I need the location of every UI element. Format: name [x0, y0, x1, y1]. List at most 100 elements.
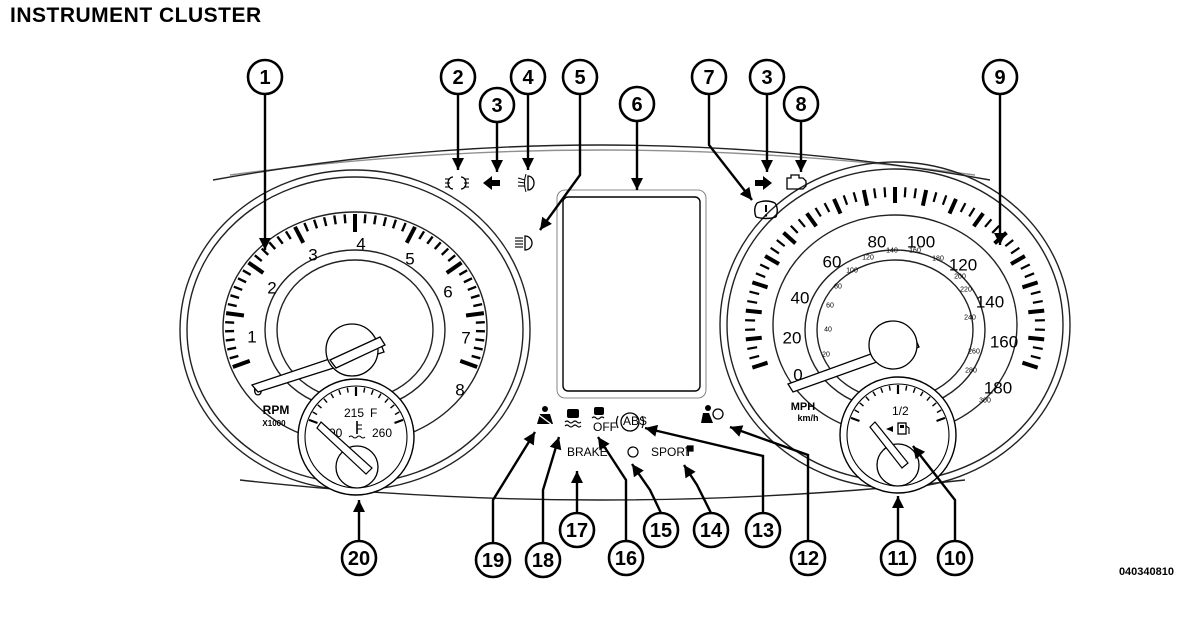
callout-2: 2 [439, 58, 477, 96]
callout-circle [524, 541, 562, 579]
tach-number-8: 8 [455, 381, 464, 400]
mph-100: 100 [907, 233, 935, 252]
tach-tick [260, 247, 270, 256]
leader-line [644, 426, 765, 513]
speed-tick [991, 224, 1000, 234]
leader-20 [353, 500, 365, 541]
leader-19 [491, 431, 537, 543]
temp-tick [338, 389, 342, 395]
tach-tick [440, 247, 450, 256]
callout-circle [478, 86, 516, 124]
fuel-gauge-ticks [850, 385, 946, 423]
tach-tick [467, 285, 477, 292]
fuel-tick [932, 402, 937, 407]
brake-text: BRAKE [567, 445, 608, 459]
mph-40: 40 [791, 289, 810, 308]
leader-arrowhead [632, 464, 644, 478]
center-display-inner [556, 189, 707, 399]
speed-tick [747, 346, 758, 351]
temp-tick [390, 404, 395, 409]
leader-arrowhead [892, 496, 904, 508]
mph-20: 20 [783, 329, 802, 348]
leader-8 [795, 121, 807, 172]
tach-number-6: 6 [443, 283, 452, 302]
mph-140: 140 [976, 293, 1004, 312]
tach-tick [463, 277, 473, 284]
speed-tick [873, 188, 877, 199]
tach-tick [322, 216, 328, 227]
turn-signal-left-icon [483, 176, 500, 190]
callout-circle [618, 85, 656, 123]
leader-6 [631, 121, 643, 190]
high-beam-icon [515, 235, 533, 251]
tach-number-3: 3 [308, 246, 317, 265]
callout-7: 7 [690, 58, 728, 96]
leader-4 [522, 94, 534, 170]
leader-arrowhead [259, 238, 271, 250]
temp-tick [370, 389, 374, 395]
leader-line [596, 436, 628, 541]
speed-tick [1032, 299, 1043, 304]
speed-tick [932, 192, 938, 203]
rpm-label: RPM [263, 403, 290, 417]
leader-arrowhead [491, 160, 503, 172]
speed-tick [1024, 272, 1035, 279]
tach-tick [268, 241, 277, 250]
mph-160: 160 [990, 333, 1018, 352]
callout-number: 20 [348, 548, 370, 570]
temp-tick [394, 418, 404, 425]
tach-tick [230, 294, 240, 300]
speed-tick [790, 224, 799, 234]
leader-line [541, 436, 561, 543]
callout-circle [246, 58, 284, 96]
fuel-tick [936, 409, 942, 414]
diagram-code: 040340810 [1118, 566, 1174, 578]
speed-tick [903, 187, 907, 198]
tach-number-1: 1 [247, 328, 256, 347]
tach-tick [373, 215, 377, 225]
kmh-200: 200 [954, 274, 966, 281]
callout-circle [340, 539, 378, 577]
speed-tick [751, 280, 769, 290]
kmh-60: 60 [826, 303, 834, 310]
traction-control-icon [564, 409, 582, 428]
leader-arrowhead [631, 178, 643, 190]
fuel-tick [872, 391, 877, 397]
leader-arrowhead [739, 186, 752, 200]
callout-circle [879, 539, 917, 577]
speed-tick [941, 194, 948, 206]
speed-tick [805, 212, 818, 228]
speed-tick [883, 187, 887, 198]
speed-tick [751, 360, 769, 370]
callout-circle [981, 58, 1019, 96]
speed-tick [782, 231, 797, 245]
leader-arrowhead [645, 424, 659, 437]
callout-number: 11 [887, 548, 908, 570]
fuel-half-label: 1/2 [892, 404, 909, 418]
speed-tick [972, 212, 985, 228]
callout-number: 15 [650, 520, 672, 542]
speed-tick [755, 272, 766, 279]
tach-tick [225, 311, 245, 318]
speed-tick [1010, 254, 1026, 266]
tach-tick [418, 230, 426, 240]
temp-unit: F [370, 406, 377, 420]
callout-circle [439, 58, 477, 96]
tach-tick [227, 346, 237, 351]
kmh-180: 180 [932, 256, 944, 263]
callout-circle [561, 58, 599, 96]
tach-tick [312, 219, 319, 229]
speed-tick [776, 239, 786, 248]
speed-tick [913, 188, 917, 199]
temp-tick [384, 398, 389, 403]
leader-7 [707, 94, 753, 201]
kmh-label: km/h [797, 413, 818, 423]
leader-line [729, 425, 810, 541]
callout-17: 17 [558, 511, 596, 549]
mph-180: 180 [984, 379, 1012, 398]
tach-tick [445, 260, 463, 275]
leader-2 [452, 94, 464, 170]
kmh-240: 240 [964, 315, 976, 322]
tach-number-7: 7 [461, 329, 470, 348]
